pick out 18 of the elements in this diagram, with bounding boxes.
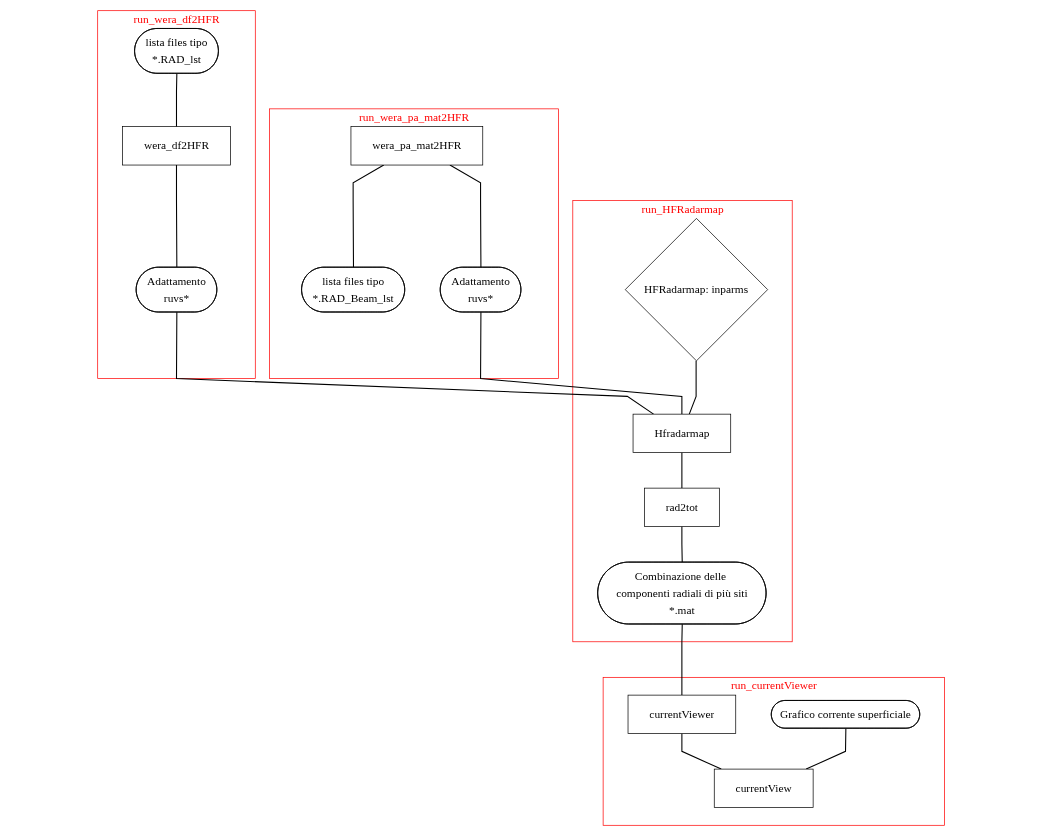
connector bbox=[352, 164, 385, 269]
connector bbox=[689, 360, 697, 415]
connector bbox=[480, 311, 683, 415]
connector bbox=[176, 311, 655, 415]
connector bbox=[681, 526, 684, 563]
node-box: currentView bbox=[714, 768, 814, 808]
connector bbox=[681, 452, 683, 489]
connector bbox=[176, 73, 178, 128]
node-diamond: HFRadarmap: inparms bbox=[625, 218, 769, 362]
node-box: Hfradarmap bbox=[633, 413, 732, 453]
connector bbox=[806, 728, 847, 770]
node-box: currentViewer bbox=[628, 694, 737, 734]
connector bbox=[449, 164, 482, 269]
node-box: rad2tot bbox=[644, 487, 721, 527]
node-box: wera_df2HFR bbox=[122, 126, 232, 166]
connector bbox=[681, 623, 684, 696]
connector bbox=[176, 164, 178, 269]
node-box: wera_pa_mat2HFR bbox=[350, 126, 484, 166]
